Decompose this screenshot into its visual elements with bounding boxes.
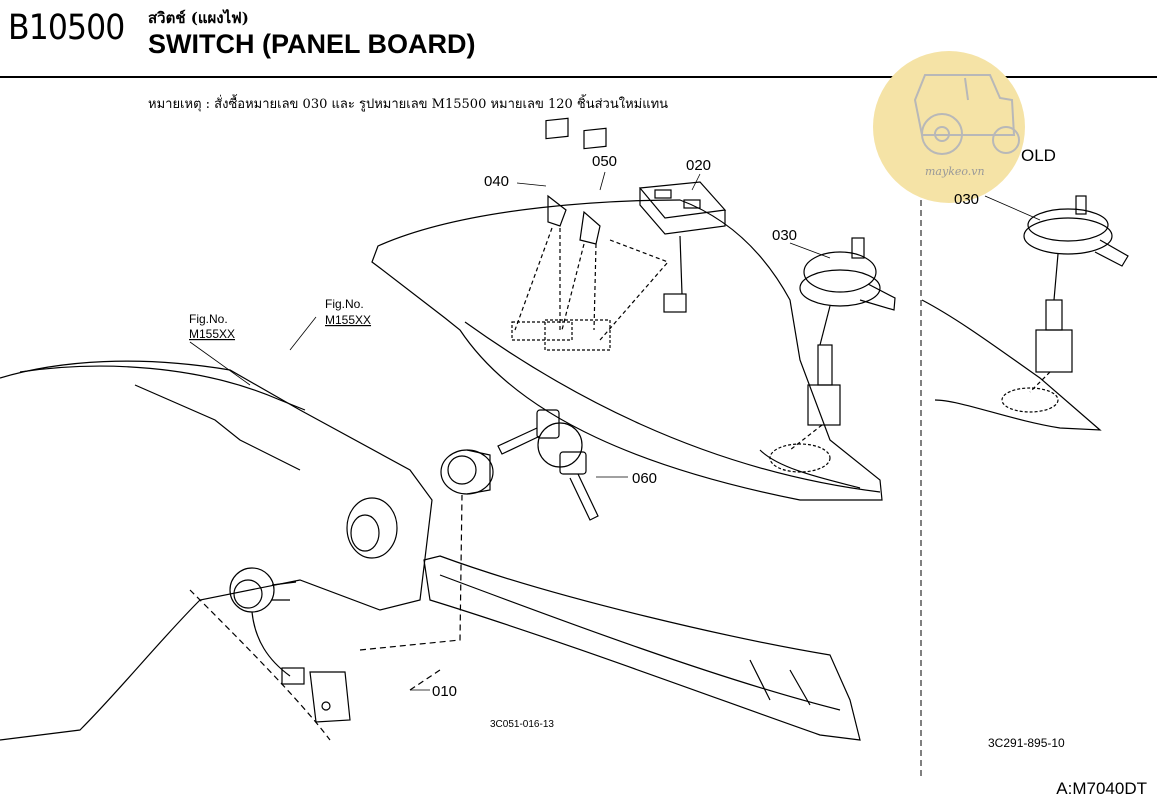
header-divider — [0, 76, 1157, 78]
watermark-logo: maykeo.vn — [873, 51, 1025, 203]
fig-ref-center-value: M155XX — [325, 313, 371, 327]
callout-old-030: 030 — [954, 191, 979, 208]
callout-040: 040 — [484, 173, 509, 190]
callout-010: 010 — [432, 683, 457, 700]
callout-060: 060 — [632, 470, 657, 487]
fig-ref-left-label: Fig.No. — [189, 312, 228, 326]
order-note: หมายเหตุ : สั่งซื้อหมายเลข 030 และ รูปหม… — [148, 97, 669, 112]
drawing-code-old: 3C291-895-10 — [988, 736, 1065, 750]
callout-030: 030 — [772, 227, 797, 244]
panel-cover-upper — [371, 199, 883, 501]
fig-ref-left-value: M155XX — [189, 327, 235, 341]
page-title-thai: สวิตช์ (แผงไฟ) — [148, 9, 249, 27]
model-code: A:M7040DT — [1056, 779, 1147, 798]
callout-050: 050 — [592, 153, 617, 170]
page-title: SWITCH (PANEL BOARD) — [148, 29, 476, 59]
old-label: OLD — [1021, 146, 1056, 165]
panel-cover-lower — [423, 555, 861, 741]
watermark-text: maykeo.vn — [925, 165, 985, 178]
fig-ref-center-label: Fig.No. — [325, 297, 364, 311]
callout-020: 020 — [686, 157, 711, 174]
catalog-code: B10500 — [8, 8, 125, 48]
panel-board-left — [0, 360, 433, 741]
drawing-code-main: 3C051-016-13 — [490, 719, 554, 730]
